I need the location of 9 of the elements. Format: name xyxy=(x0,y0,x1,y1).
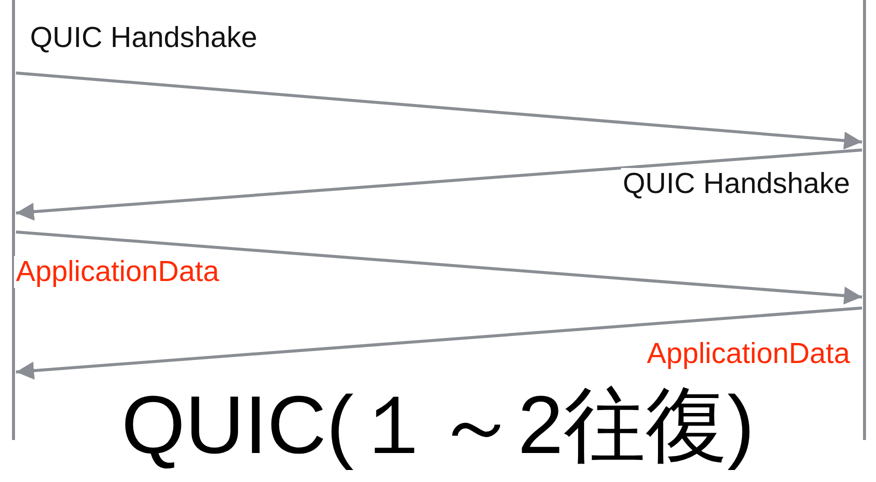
title: QUIC(１～2往復) xyxy=(120,379,756,473)
arrow xyxy=(16,148,862,221)
edge-label: ApplicationData xyxy=(14,256,222,288)
arrow xyxy=(16,230,862,305)
arrow xyxy=(16,306,862,380)
edge-label: QUIC Handshake xyxy=(620,168,852,200)
lifeline xyxy=(863,0,866,440)
arrow xyxy=(16,72,862,150)
lifeline xyxy=(12,0,15,440)
